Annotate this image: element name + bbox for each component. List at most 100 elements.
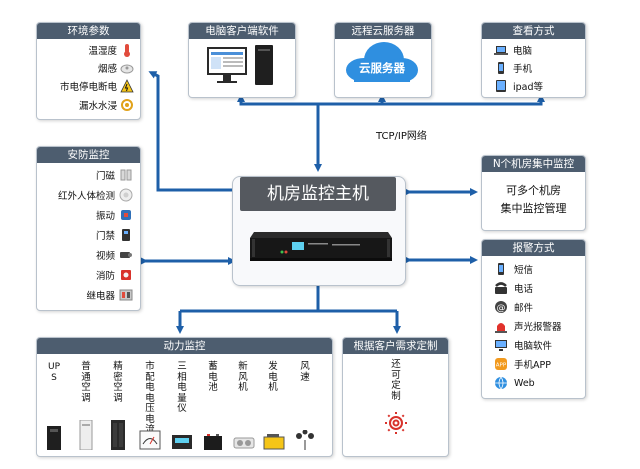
- custom-title: 根据客户需求定制: [343, 338, 448, 354]
- security-item: 红外人体检测: [58, 188, 133, 202]
- pc-software-title: 电脑客户端软件: [189, 23, 295, 39]
- alarm-item-label: 邮件: [514, 303, 534, 314]
- access-control-icon: [122, 229, 130, 241]
- email-icon: @: [495, 301, 507, 314]
- alarm-item-label: 手机APP: [514, 360, 551, 371]
- view-title: 查看方式: [482, 23, 585, 39]
- security-item: 消防: [96, 268, 133, 282]
- multi-room-line2: 集中监控管理: [500, 202, 567, 215]
- line-host-to-env: [148, 71, 232, 192]
- power-meter-icon: [172, 435, 192, 449]
- battery-icon: [204, 434, 222, 450]
- camera-icon: [120, 252, 132, 258]
- alarm-item: Web: [494, 376, 535, 390]
- fresh-air-unit-icon: [233, 437, 255, 449]
- alarm-title: 报警方式: [482, 240, 585, 256]
- anemometer-icon: [296, 430, 314, 450]
- security-title: 安防监控: [37, 147, 140, 163]
- tablet-icon: [496, 80, 506, 92]
- env-item-smoke: 烟感: [98, 61, 134, 75]
- power-item-label: 三相电量仪: [177, 361, 187, 414]
- env-item-temp: 温湿度: [88, 43, 134, 57]
- pc-software-panel: 电脑客户端软件: [188, 22, 296, 98]
- power-item-label: 新风机: [238, 361, 248, 393]
- svg-text:APP: APP: [496, 363, 507, 369]
- alarm-item: @ 邮件: [494, 300, 533, 314]
- power-item-label: 普通空调: [81, 361, 91, 404]
- relay-icon: [119, 289, 133, 301]
- vibration-sensor-icon: [121, 210, 131, 220]
- security-item-label: 消防: [95, 271, 115, 282]
- precision-ac-icon: [111, 420, 125, 450]
- env-item-label: 漏水水浸: [78, 101, 117, 112]
- alarm-item: APP 手机APP: [494, 357, 551, 371]
- env-item-water-leak: 漏水水浸: [79, 98, 134, 112]
- power-item-label: 发电机: [268, 361, 278, 393]
- multi-room-panel: N个机房集中监控 可多个机房 集中监控管理: [481, 155, 586, 231]
- alarm-item: 短信: [494, 262, 533, 276]
- security-item-label: 门磁: [95, 171, 115, 182]
- cloud-server-panel: 远程云服务器: [334, 22, 432, 98]
- cloud-title: 远程云服务器: [335, 23, 431, 39]
- alarm-item: 电话: [494, 281, 533, 295]
- custom-panel: 根据客户需求定制 还可定制: [342, 337, 449, 457]
- security-item-label: 振动: [95, 211, 115, 222]
- env-item-label: 烟感: [97, 64, 117, 75]
- ups-icon: [47, 426, 61, 450]
- door-sensor-icon: [120, 169, 132, 181]
- generator-icon: [263, 434, 285, 450]
- security-item: 振动: [96, 208, 133, 222]
- cloud-icon: [346, 42, 418, 82]
- view-item-label: ipad等: [513, 82, 544, 93]
- mobile-phone-icon: [498, 62, 504, 74]
- power-item-label: 风速: [300, 361, 310, 383]
- view-item: 电脑: [494, 43, 532, 57]
- custom-text: 还可定制: [391, 359, 401, 402]
- security-item: 继电器: [86, 288, 133, 302]
- alarm-item: 声光报警器: [494, 319, 562, 333]
- multi-room-line1: 可多个机房: [506, 184, 561, 197]
- desktop-computer-icon: [207, 45, 273, 85]
- line-host-bottom-bus: [180, 282, 397, 313]
- view-item: 手机: [494, 61, 532, 75]
- env-item-label: 市电停电断电: [59, 82, 117, 93]
- voltage-meter-icon: [139, 430, 161, 450]
- security-item-label: 视频: [95, 251, 115, 262]
- cloud-server-label: 云服务器: [359, 61, 405, 75]
- computer-monitor-icon: [495, 340, 507, 351]
- web-browser-icon: [495, 376, 507, 390]
- power-item-label: 精密空调: [113, 361, 123, 404]
- security-item: 门禁: [96, 228, 133, 242]
- telephone-icon: [495, 282, 507, 294]
- view-item: ipad等: [494, 79, 543, 93]
- infrared-sensor-icon: [119, 188, 133, 202]
- security-item-label: 红外人体检测: [57, 191, 115, 202]
- security-panel: 安防监控 门磁 红外人体检测 振动 门禁 视频 消防 继电器: [36, 146, 141, 311]
- multi-room-title: N个机房集中监控: [482, 156, 585, 172]
- power-item-label: 蓄电池: [208, 361, 218, 393]
- view-item-label: 手机: [513, 64, 533, 75]
- power-item-label: 市配电电压电流: [145, 361, 155, 435]
- alarm-item: 电脑软件: [494, 338, 552, 352]
- host-title: 机房监控主机: [240, 177, 396, 211]
- alarm-item-label: 电脑软件: [514, 341, 553, 352]
- app-icon: APP: [495, 358, 507, 370]
- alarm-methods-panel: 报警方式 短信 电话 @ 邮件 声光报警器 电脑软件 APP 手机APP Web: [481, 239, 586, 399]
- alarm-item-label: Web: [514, 377, 535, 389]
- view-item-label: 电脑: [513, 46, 533, 57]
- alarm-item-label: 声光报警器: [514, 322, 562, 333]
- power-item-label: UPS: [48, 362, 61, 383]
- env-panel: 环境参数 温湿度 烟感 市电停电断电 漏水水浸: [36, 22, 141, 120]
- sms-phone-icon: [498, 263, 504, 275]
- thermometer-icon: [124, 44, 130, 57]
- security-item: 门磁: [96, 168, 133, 182]
- alarm-item-label: 短信: [514, 265, 534, 276]
- env-title: 环境参数: [37, 23, 140, 39]
- security-item-label: 门禁: [95, 231, 115, 242]
- high-voltage-warning-icon: [120, 79, 134, 93]
- env-item-label: 温湿度: [88, 46, 117, 57]
- siren-icon: [495, 323, 507, 333]
- security-item-label: 继电器: [86, 291, 115, 302]
- gear-icon: [385, 412, 407, 434]
